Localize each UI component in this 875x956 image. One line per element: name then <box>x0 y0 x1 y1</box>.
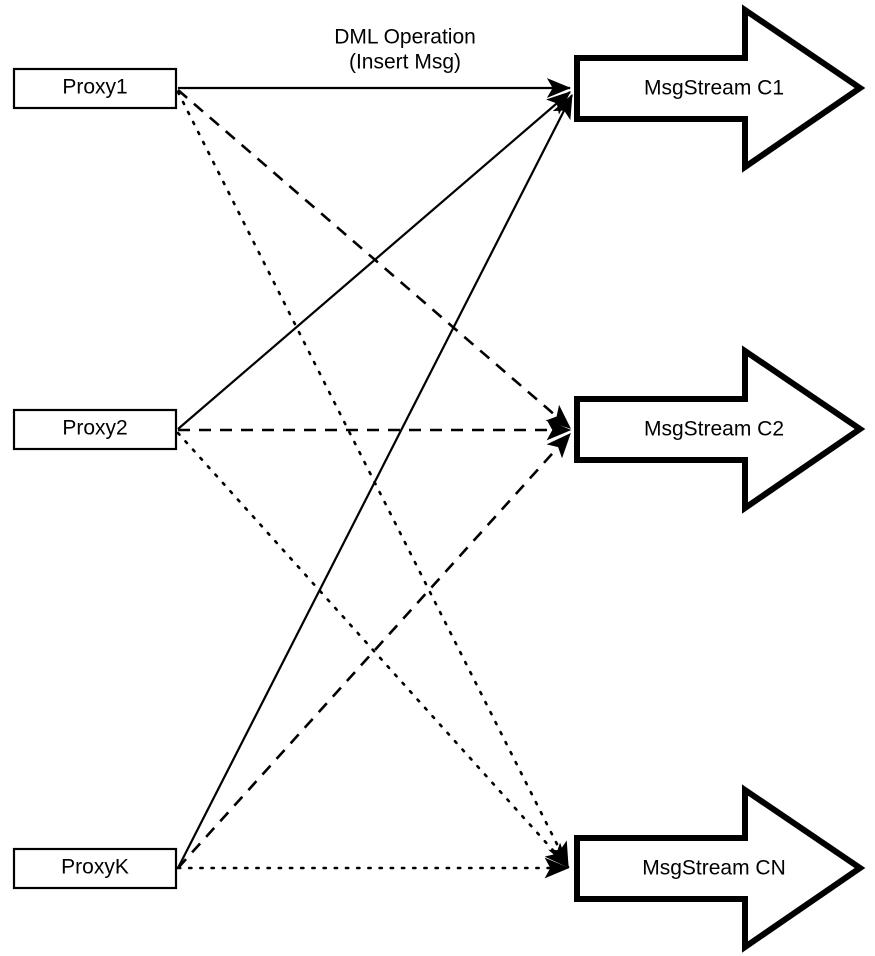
proxy-label: Proxy1 <box>62 76 127 99</box>
stream-arrow-c2[interactable]: MsgStream C2 <box>574 345 866 514</box>
dml-operation-annotation-line2: (Insert Msg) <box>349 51 461 74</box>
proxy-box[interactable] <box>12 408 178 451</box>
edge-proxy2-to-stream-c1 <box>177 91 571 430</box>
stream-arrow-c1[interactable]: MsgStream C1 <box>574 4 866 173</box>
stream-label: MsgStream CN <box>642 857 786 880</box>
proxy-label: ProxyK <box>61 856 129 879</box>
proxy-label: Proxy2 <box>62 417 127 440</box>
edge-proxy1-to-stream-cn <box>176 90 570 868</box>
block-arrow-icon[interactable] <box>574 4 866 173</box>
proxy-node-proxy1[interactable]: Proxy1 <box>12 67 178 110</box>
stream-label: MsgStream C2 <box>644 418 784 441</box>
edge-proxy2-to-stream-cn <box>176 431 570 869</box>
stream-label: MsgStream C1 <box>644 77 784 100</box>
proxy-box[interactable] <box>12 67 178 110</box>
edge-proxyk-to-stream-c2 <box>177 433 571 869</box>
annotations-layer: DML Operation (Insert Msg) <box>334 26 476 74</box>
proxy-box[interactable] <box>12 847 178 890</box>
proxies-layer: Proxy1 Proxy2 ProxyK <box>12 67 178 890</box>
streams-layer: MsgStream C1 MsgStream C2 MsgStream CN <box>574 4 866 953</box>
block-arrow-icon[interactable] <box>574 345 866 514</box>
edges-layer <box>176 78 573 879</box>
proxy-node-proxyk[interactable]: ProxyK <box>12 847 178 890</box>
block-arrow-icon[interactable] <box>574 784 866 953</box>
edge-proxy1-to-stream-c2 <box>177 89 571 429</box>
stream-arrow-cn[interactable]: MsgStream CN <box>574 784 866 953</box>
dml-operation-annotation-line1: DML Operation <box>334 26 476 49</box>
proxy-node-proxy2[interactable]: Proxy2 <box>12 408 178 451</box>
edge-proxyk-to-stream-c1 <box>177 94 573 869</box>
